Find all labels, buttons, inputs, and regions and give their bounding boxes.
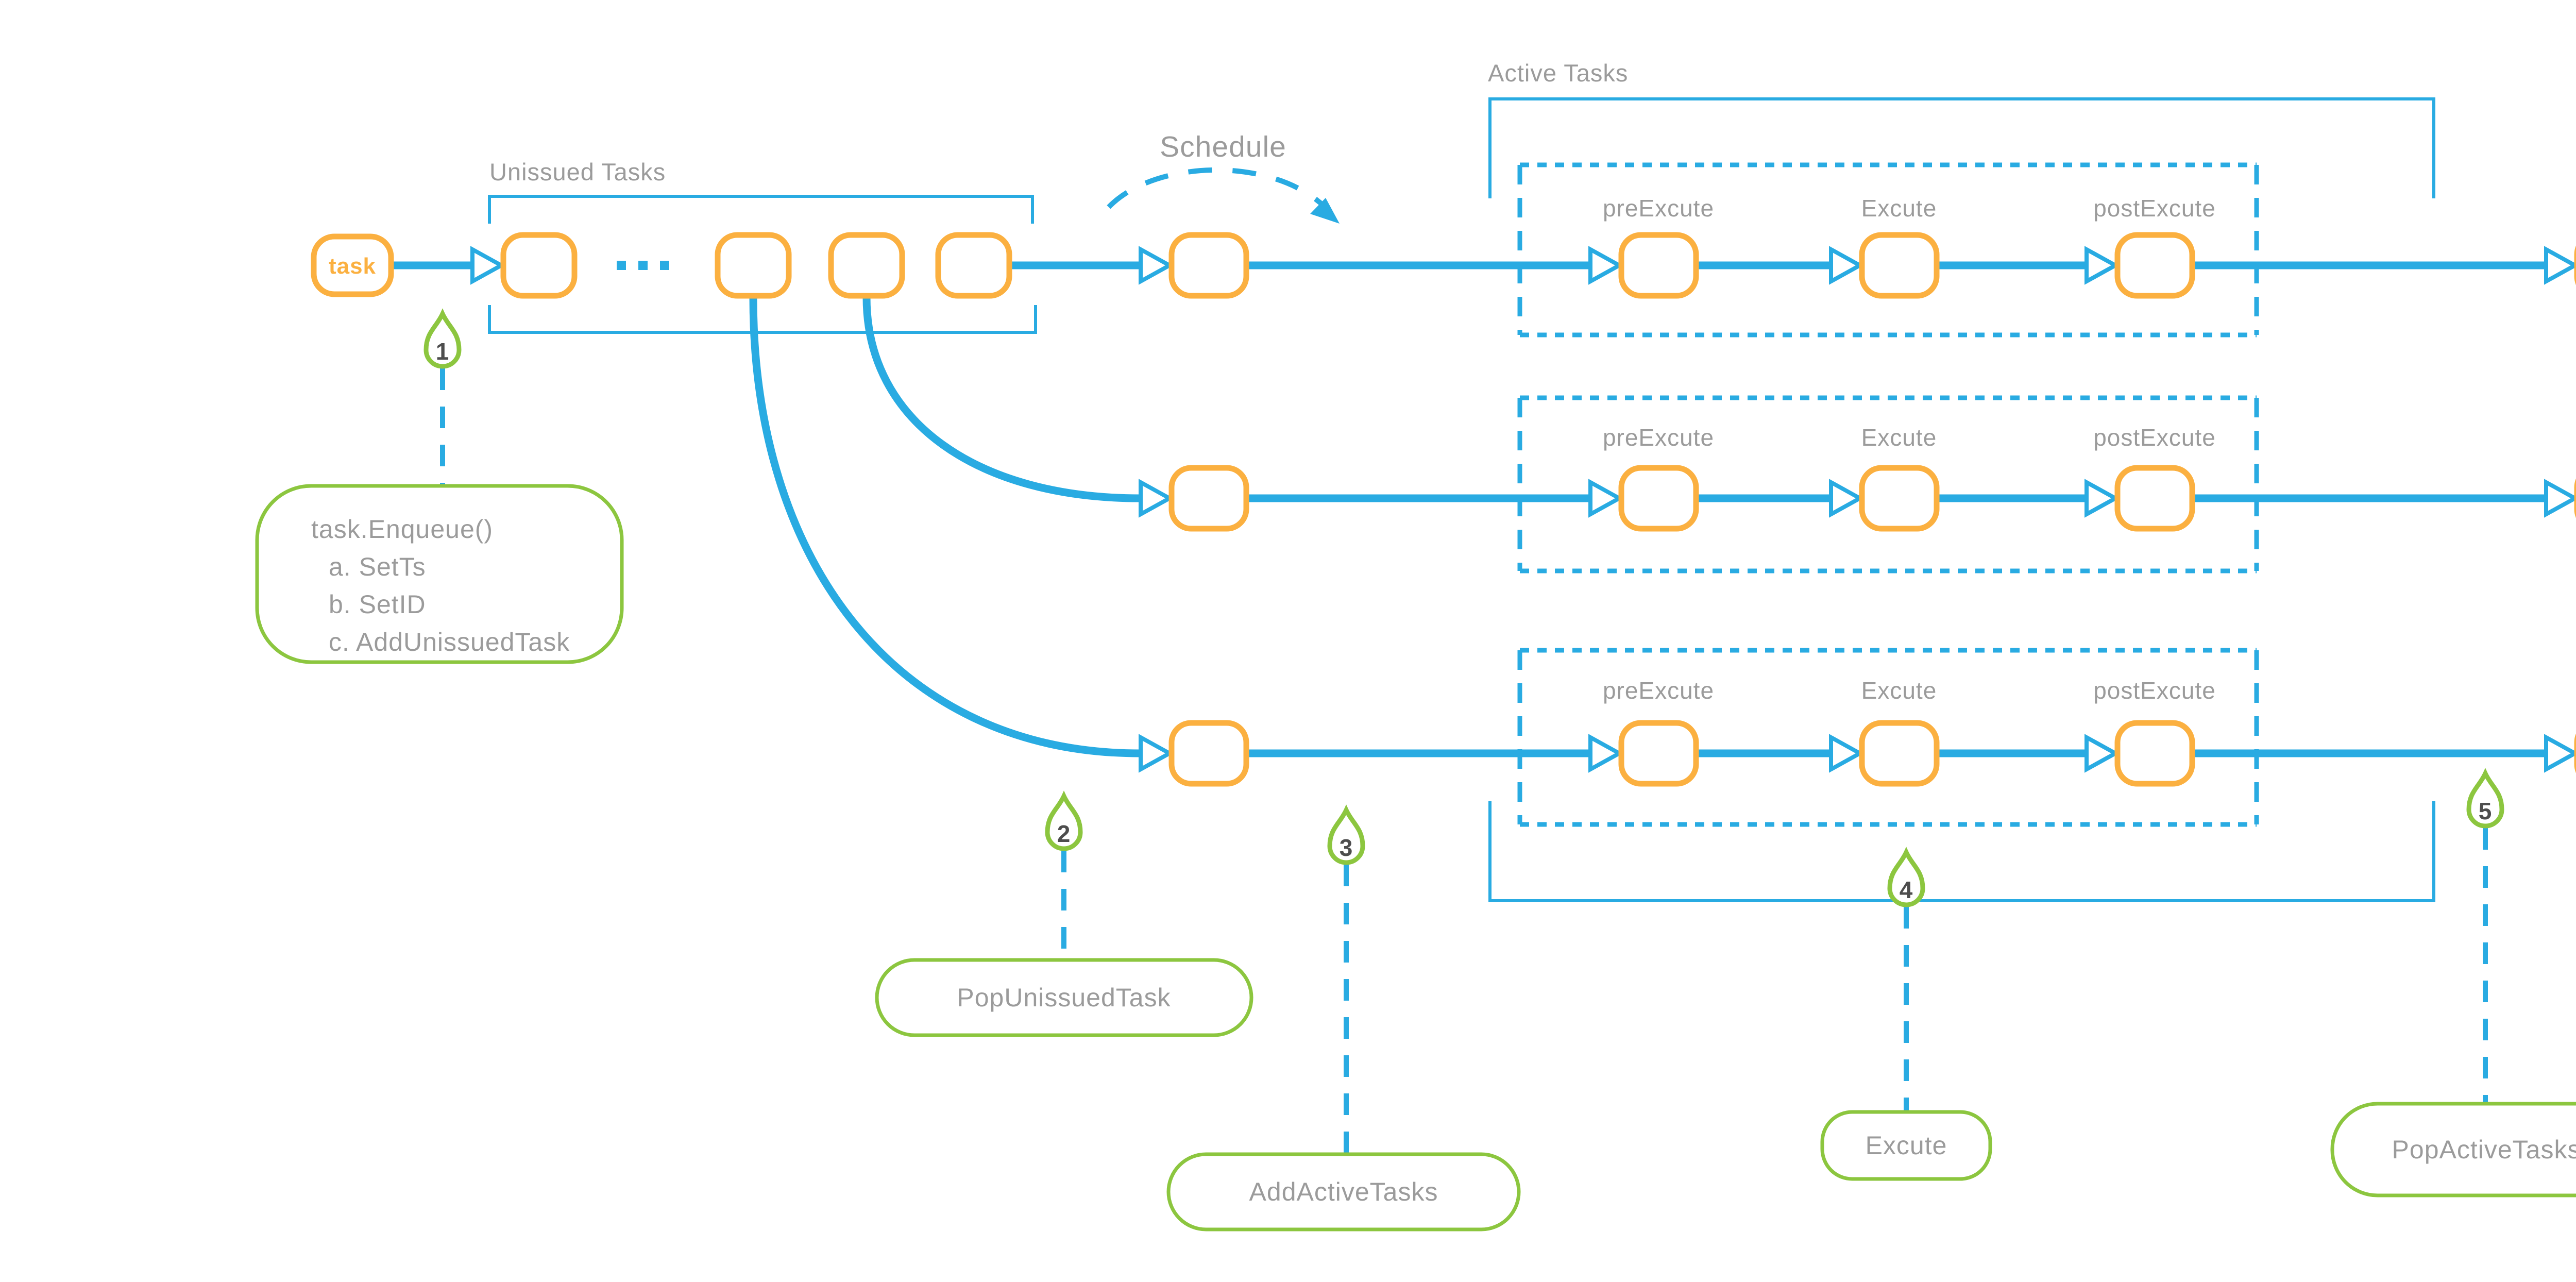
flow-lines-row3 xyxy=(749,297,2545,757)
excute-node-row2 xyxy=(1859,465,1940,532)
marker4-number: 4 xyxy=(1900,876,1913,903)
scheduled-node-row1 xyxy=(1168,232,1249,299)
excute-label-row1: Excute xyxy=(1861,195,1937,222)
queue-node-2 xyxy=(715,232,792,299)
arrowhead-icon xyxy=(2087,249,2115,281)
task-node-label: task xyxy=(329,254,376,279)
postexcute-node-row1 xyxy=(2114,232,2195,299)
queue-node-1 xyxy=(500,232,578,299)
excute-note-label: Excute xyxy=(1866,1131,1947,1160)
ellipsis-dot xyxy=(660,261,669,270)
postexcute-label-row2: postExcute xyxy=(2093,424,2216,451)
arrowhead-icon xyxy=(1831,737,1860,769)
enqueue-note-item-a: a. SetTs xyxy=(329,552,426,581)
arrowhead-icon xyxy=(1141,482,1170,514)
preexcute-label-row2: preExcute xyxy=(1603,424,1714,451)
arrowhead-icon xyxy=(1590,737,1619,769)
arrowhead-icon xyxy=(1831,482,1860,514)
enqueue-note-box xyxy=(255,484,624,664)
curve-queue-to-schedule3 xyxy=(749,297,1140,757)
schedule-dashed-arc xyxy=(1107,167,1327,209)
enqueue-note-item-c: c. AddUnissuedTask xyxy=(329,628,570,656)
arrowhead-icon xyxy=(2546,482,2575,514)
postexcute-node-row3 xyxy=(2114,720,2195,787)
add-active-note-label: AddActiveTasks xyxy=(1249,1177,1438,1206)
preexcute-node-row3 xyxy=(1618,720,1699,787)
pop-active-note-label: PopActiveTasks xyxy=(2392,1135,2576,1164)
pop-unissued-note-box xyxy=(875,958,1253,1037)
active-row3-dotted-box xyxy=(1517,648,2259,827)
excute-note-box xyxy=(1820,1110,1992,1181)
queue-node-3 xyxy=(828,232,905,299)
arrowhead-icon xyxy=(2087,737,2115,769)
arrowhead-icon xyxy=(1590,482,1619,514)
scheduled-node-row2 xyxy=(1168,465,1249,532)
pop-active-note-box xyxy=(2330,1102,2576,1197)
marker2-number: 2 xyxy=(1057,820,1071,847)
unissued-tasks-label: Unissued Tasks xyxy=(489,158,666,185)
preexcute-node-row2 xyxy=(1618,465,1699,532)
active-tasks-bracket-bottom xyxy=(1488,801,2435,902)
preexcute-label-row3: preExcute xyxy=(1603,677,1714,704)
queue-node-4 xyxy=(935,232,1012,299)
excute-label-row2: Excute xyxy=(1861,424,1937,451)
active-row1-dotted-box xyxy=(1517,162,2259,338)
active-tasks-bracket-top xyxy=(1488,97,2435,198)
marker3-number: 3 xyxy=(1340,834,1353,861)
arrowhead-icon xyxy=(1831,249,1860,281)
marker5-number: 5 xyxy=(2479,798,2493,824)
schedule-label: Schedule xyxy=(1160,130,1286,163)
arrowhead-icon xyxy=(472,249,501,281)
active-tasks-label: Active Tasks xyxy=(1488,59,1628,87)
postexcute-label-row1: postExcute xyxy=(2093,195,2216,222)
preexcute-node-row1 xyxy=(1618,232,1699,299)
arrowhead-icon xyxy=(2546,249,2575,281)
curve-queue-to-schedule2 xyxy=(862,297,1140,502)
excute-node-row1 xyxy=(1859,232,1940,299)
scheduled-node-row3 xyxy=(1168,720,1249,787)
unissued-tasks-bracket-top xyxy=(488,195,1034,224)
arrowhead-icon xyxy=(2546,737,2575,769)
task-node xyxy=(311,233,394,297)
postexcute-node-row2 xyxy=(2114,465,2195,532)
enqueue-note-item-b: b. SetID xyxy=(329,590,426,619)
preexcute-label-row1: preExcute xyxy=(1603,195,1714,222)
arrowhead-icon xyxy=(2087,482,2115,514)
excute-label-row3: Excute xyxy=(1861,677,1937,704)
active-row2-dotted-box xyxy=(1517,395,2259,573)
pop-unissued-note-label: PopUnissuedTask xyxy=(957,983,1171,1012)
add-active-note-box xyxy=(1166,1152,1521,1232)
ellipsis-dot xyxy=(638,261,648,270)
postexcute-label-row3: postExcute xyxy=(2093,677,2216,704)
flow-lines-row2 xyxy=(862,297,2545,502)
schedule-arc-arrowhead-icon xyxy=(1310,198,1340,224)
arrowhead-icon xyxy=(1590,249,1619,281)
queue-ellipsis-dots xyxy=(617,261,669,270)
unissued-tasks-bracket-bottom xyxy=(488,305,1037,334)
excute-node-row3 xyxy=(1859,720,1940,787)
ellipsis-dot xyxy=(617,261,626,270)
enqueue-note-title: task.Enqueue() xyxy=(311,515,493,544)
arrowhead-icon xyxy=(1141,737,1170,769)
arrowhead-icon xyxy=(1141,249,1170,281)
marker1-number: 1 xyxy=(436,338,450,365)
